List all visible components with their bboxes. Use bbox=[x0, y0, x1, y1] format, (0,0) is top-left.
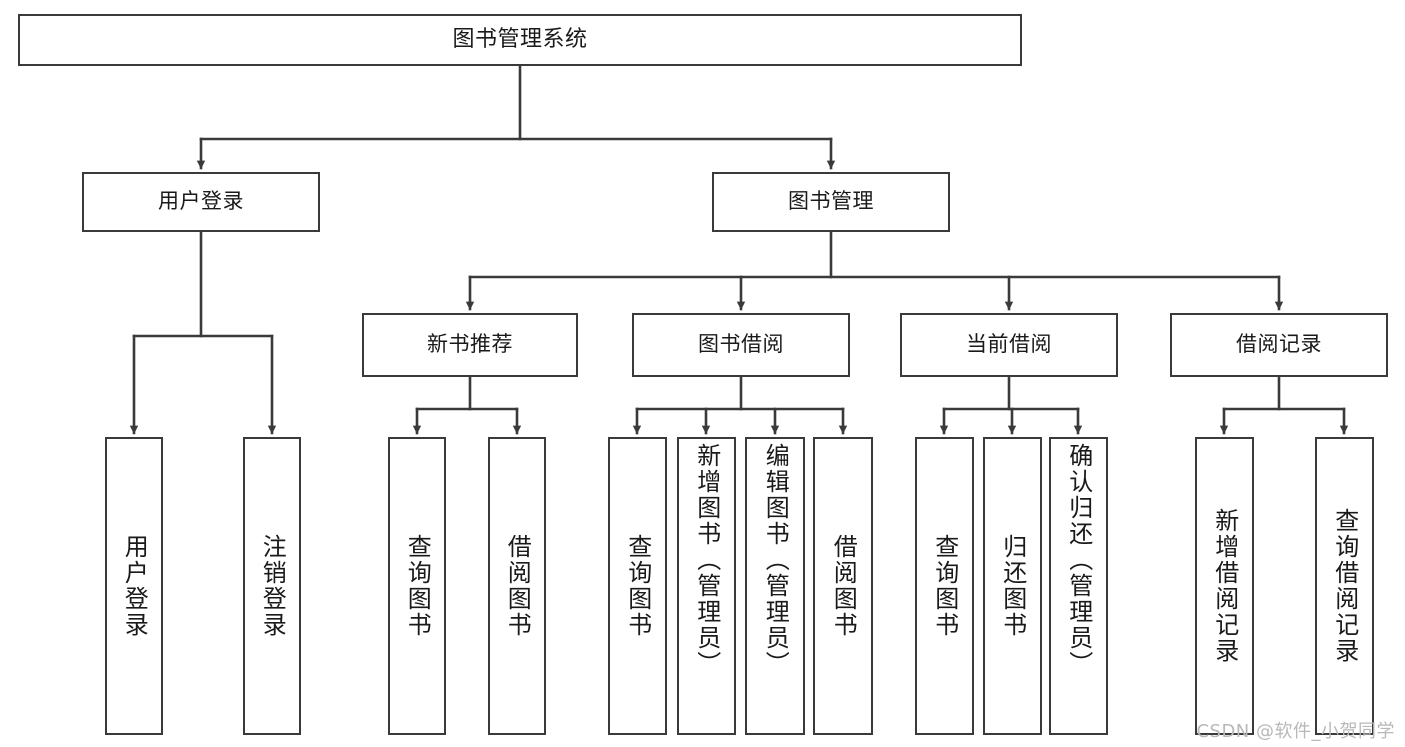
node-leaf-query-book-2-label: 查询图书 bbox=[623, 534, 652, 638]
node-leaf-add-book-label: 新增图书（管理员） bbox=[692, 443, 721, 677]
node-leaf-edit-book-label: 编辑图书（管理员） bbox=[761, 443, 790, 677]
node-leaf-query-book-1[interactable]: 查询图书 bbox=[388, 437, 446, 735]
node-leaf-user-login[interactable]: 用户登录 bbox=[105, 437, 163, 735]
node-book-borrow[interactable]: 图书借阅 bbox=[632, 313, 850, 377]
node-leaf-user-logout[interactable]: 注销登录 bbox=[243, 437, 301, 735]
node-root-system-label: 图书管理系统 bbox=[452, 26, 588, 52]
node-leaf-borrow-book-1-label: 借阅图书 bbox=[503, 534, 532, 638]
node-leaf-query-book-1-label: 查询图书 bbox=[403, 534, 432, 638]
node-root-system[interactable]: 图书管理系统 bbox=[18, 14, 1022, 66]
node-leaf-query-book-2[interactable]: 查询图书 bbox=[608, 437, 667, 735]
node-book-manage[interactable]: 图书管理 bbox=[712, 172, 950, 232]
node-leaf-user-logout-label: 注销登录 bbox=[258, 534, 287, 638]
node-new-book-rec[interactable]: 新书推荐 bbox=[362, 313, 578, 377]
node-leaf-return-book[interactable]: 归还图书 bbox=[983, 437, 1042, 735]
node-leaf-return-book-label: 归还图书 bbox=[998, 534, 1027, 638]
node-leaf-confirm-return[interactable]: 确认归还（管理员） bbox=[1049, 437, 1108, 735]
node-book-borrow-label: 图书借阅 bbox=[698, 332, 784, 357]
csdn-watermark: CSDN @软件_小贺同学 bbox=[1196, 721, 1395, 742]
node-leaf-add-book[interactable]: 新增图书（管理员） bbox=[677, 437, 736, 735]
node-leaf-query-record[interactable]: 查询借阅记录 bbox=[1315, 437, 1374, 735]
node-leaf-query-book-3[interactable]: 查询图书 bbox=[915, 437, 974, 735]
node-leaf-query-record-label: 查询借阅记录 bbox=[1330, 508, 1359, 664]
node-book-manage-label: 图书管理 bbox=[788, 189, 874, 214]
node-leaf-confirm-return-label: 确认归还（管理员） bbox=[1064, 443, 1093, 677]
node-leaf-borrow-book-2-label: 借阅图书 bbox=[829, 534, 858, 638]
node-current-borrow[interactable]: 当前借阅 bbox=[900, 313, 1118, 377]
node-user-login[interactable]: 用户登录 bbox=[82, 172, 320, 232]
node-leaf-add-record-label: 新增借阅记录 bbox=[1210, 508, 1239, 664]
node-leaf-edit-book[interactable]: 编辑图书（管理员） bbox=[745, 437, 805, 735]
node-user-login-label: 用户登录 bbox=[158, 189, 244, 214]
node-new-book-rec-label: 新书推荐 bbox=[427, 332, 513, 357]
node-borrow-record-label: 借阅记录 bbox=[1236, 332, 1322, 357]
node-leaf-query-book-3-label: 查询图书 bbox=[930, 534, 959, 638]
node-borrow-record[interactable]: 借阅记录 bbox=[1170, 313, 1388, 377]
node-leaf-borrow-book-1[interactable]: 借阅图书 bbox=[488, 437, 546, 735]
node-leaf-user-login-label: 用户登录 bbox=[120, 534, 149, 638]
node-leaf-borrow-book-2[interactable]: 借阅图书 bbox=[813, 437, 873, 735]
node-current-borrow-label: 当前借阅 bbox=[966, 332, 1052, 357]
node-leaf-add-record[interactable]: 新增借阅记录 bbox=[1195, 437, 1254, 735]
